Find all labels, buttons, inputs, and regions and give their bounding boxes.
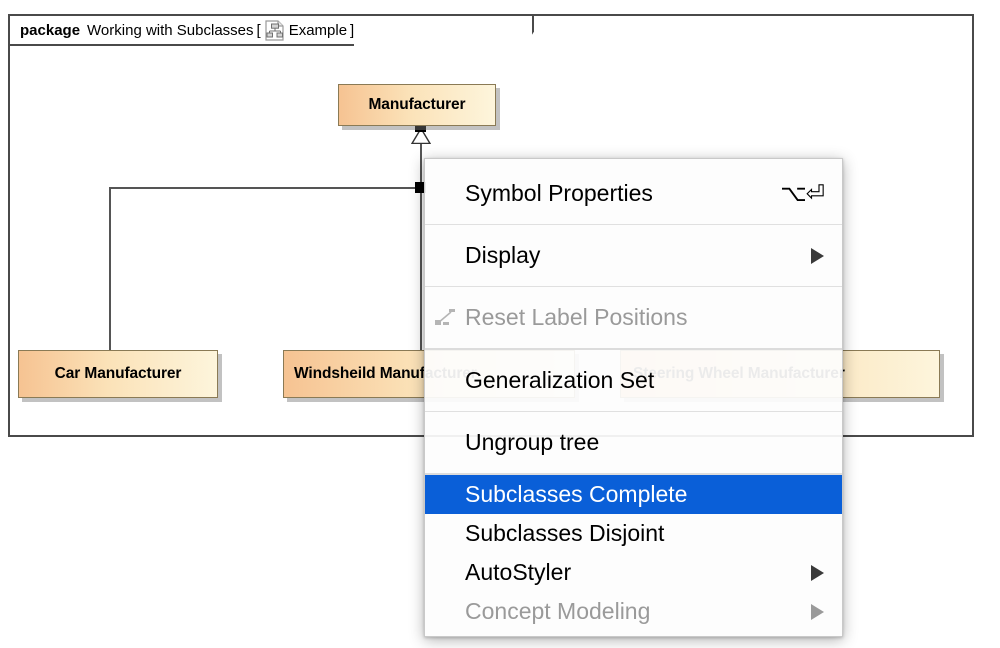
class-box-manufacturer[interactable]: Manufacturer [338, 84, 496, 126]
menu-item-label: Generalization Set [465, 367, 655, 393]
bracket-open: [ [256, 21, 261, 39]
menu-separator [425, 473, 842, 475]
menu-separator [425, 224, 842, 225]
menu-separator [425, 348, 842, 350]
menu-item-subclasses-disjoint[interactable]: Subclasses Disjoint [425, 514, 842, 553]
chevron-right-icon [811, 564, 824, 581]
menu-item-symbol-properties[interactable]: Symbol Properties ⌥⏎ [425, 163, 842, 224]
bracket-close: ] [350, 21, 355, 39]
menu-item-reset-label-positions: Reset Label Positions [425, 287, 842, 348]
selection-handle-mid[interactable] [415, 182, 426, 193]
menu-item-ungroup-tree[interactable]: Ungroup tree [425, 412, 842, 473]
menu-item-display[interactable]: Display [425, 225, 842, 286]
menu-item-label: Ungroup tree [465, 429, 600, 455]
package-header-tab[interactable]: package Working with Subclasses [ Exampl… [8, 14, 355, 46]
chevron-right-icon [811, 247, 824, 264]
generalization-stem [420, 140, 422, 188]
package-tab-corner [517, 14, 534, 46]
menu-item-autostyler[interactable]: AutoStyler [425, 553, 842, 592]
package-name: Working with Subclasses [87, 21, 254, 39]
menu-item-label: Subclasses Complete [465, 481, 688, 507]
generalization-drop-car [109, 187, 111, 352]
menu-item-shortcut: ⌥⏎ [780, 180, 825, 206]
class-diagram-icon [265, 19, 284, 41]
generalization-arrowhead-icon [410, 127, 432, 145]
class-name: Car Manufacturer [54, 365, 182, 382]
package-keyword: package [20, 21, 81, 39]
menu-item-label: Subclasses Disjoint [465, 520, 665, 546]
menu-separator [425, 411, 842, 412]
generalization-crossbar [109, 187, 422, 189]
class-name: Manufacturer [368, 96, 466, 113]
selection-handle-top[interactable] [415, 121, 426, 132]
menu-item-label: AutoStyler [465, 559, 572, 585]
chevron-right-icon [811, 603, 824, 620]
menu-item-label: Reset Label Positions [465, 304, 688, 330]
diagram-name: Example [288, 21, 348, 39]
generalization-drop-windshield [420, 187, 422, 352]
menu-item-label: Display [465, 242, 541, 268]
menu-item-label: Symbol Properties [465, 180, 653, 206]
context-menu[interactable]: Symbol Properties ⌥⏎ Display Reset Label… [424, 158, 843, 637]
menu-item-generalization-set[interactable]: Generalization Set [425, 350, 842, 411]
menu-separator [425, 286, 842, 287]
menu-item-subclasses-complete[interactable]: Subclasses Complete [425, 475, 842, 514]
menu-item-concept-modeling: Concept Modeling [425, 592, 842, 631]
reset-label-positions-icon [433, 307, 457, 329]
class-box-car-manufacturer[interactable]: Car Manufacturer [18, 350, 218, 398]
menu-item-label: Concept Modeling [465, 598, 651, 624]
